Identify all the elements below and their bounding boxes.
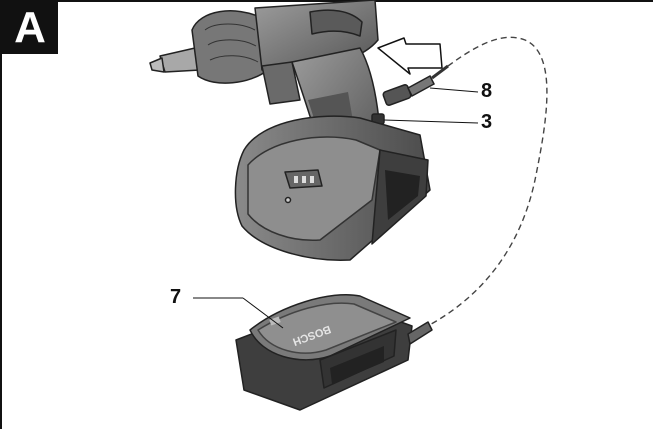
callout-7: 7 <box>170 286 182 308</box>
insert-arrow <box>377 37 443 75</box>
callout-8: 8 <box>481 80 493 102</box>
leader-8 <box>429 87 479 93</box>
charger <box>235 294 433 411</box>
charger-cable <box>419 36 548 331</box>
drill <box>149 0 431 261</box>
leader-3 <box>383 119 479 124</box>
figure-label: A <box>2 2 58 54</box>
drill-trigger <box>261 61 301 105</box>
drill-bit <box>159 47 201 73</box>
charger-cord-exit <box>407 321 433 345</box>
callout-3: 3 <box>481 111 493 133</box>
charger-plug <box>382 64 449 106</box>
